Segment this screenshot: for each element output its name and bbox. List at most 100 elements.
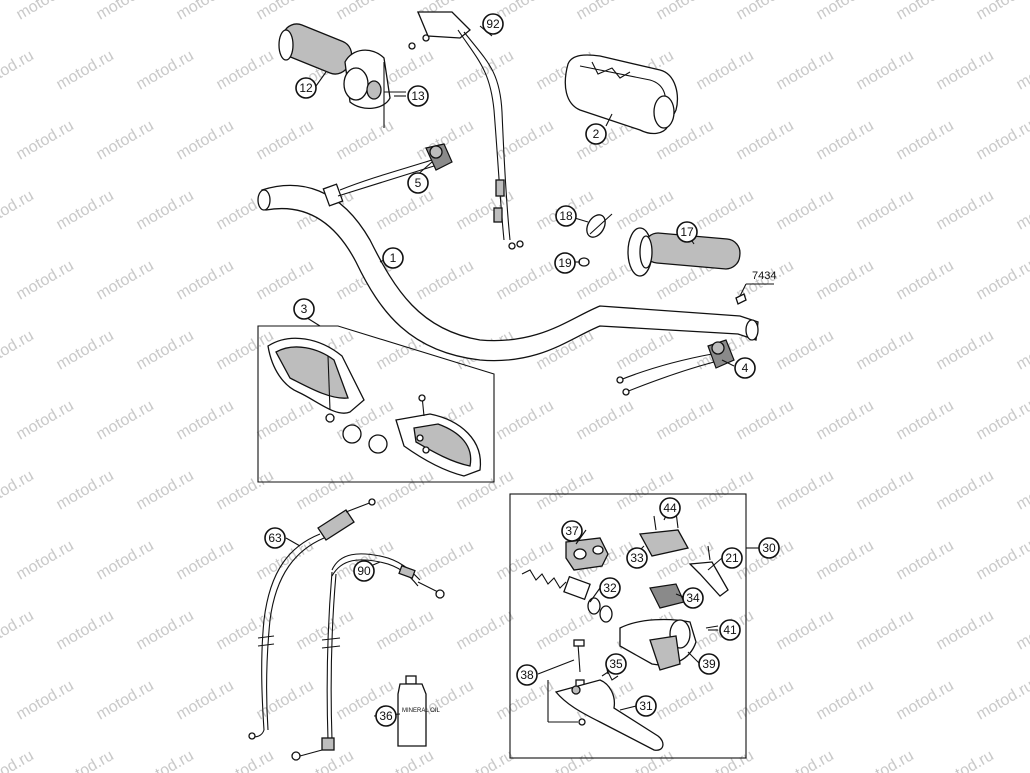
- watermark-text: motod.ru: [614, 747, 677, 773]
- callout-layer: 1 2 3 4 5 12 13 17 18 19 21 30 31 32 33 …: [264, 13, 780, 727]
- callout-19[interactable]: 19: [554, 252, 576, 274]
- handlebar: [257, 184, 759, 362]
- watermark-text: motod.ru: [414, 537, 477, 583]
- svg-text:34: 34: [686, 591, 700, 605]
- watermark-text: motod.ru: [374, 747, 437, 773]
- watermark-text: motod.ru: [974, 0, 1030, 23]
- watermark-text: motod.ru: [94, 0, 157, 23]
- bar-pad: [564, 54, 679, 135]
- svg-text:17: 17: [680, 225, 694, 239]
- throttle-cable-long: [248, 498, 376, 740]
- watermark-text: motod.ru: [54, 467, 117, 513]
- watermark-text: motod.ru: [734, 677, 797, 723]
- watermark-text: motod.ru: [254, 397, 317, 443]
- callout-41[interactable]: 41: [719, 619, 741, 641]
- watermark-text: motod.ru: [774, 607, 837, 653]
- callout-38[interactable]: 38: [516, 664, 538, 686]
- callout-31[interactable]: 31: [635, 695, 657, 717]
- watermark-text: motod.ru: [54, 607, 117, 653]
- watermark-text: motod.ru: [774, 187, 837, 233]
- callout-1[interactable]: 1: [382, 247, 404, 269]
- callout-13[interactable]: 13: [407, 85, 429, 107]
- watermark-text: motod.ru: [174, 0, 237, 23]
- callout-17[interactable]: 17: [676, 221, 698, 243]
- watermark-text: motod.ru: [734, 0, 797, 23]
- svg-text:21: 21: [725, 551, 739, 565]
- callout-32[interactable]: 32: [599, 577, 621, 599]
- watermark-text: motod.ru: [814, 677, 877, 723]
- watermark-text: motod.ru: [494, 537, 557, 583]
- watermark-text: motod.ru: [54, 747, 117, 773]
- callout-34[interactable]: 34: [682, 587, 704, 609]
- svg-text:35: 35: [609, 657, 623, 671]
- watermark-text: motod.ru: [654, 0, 717, 23]
- watermark-text: motod.ru: [0, 327, 37, 373]
- watermark-text: motod.ru: [694, 747, 757, 773]
- watermark-text: motod.ru: [0, 47, 37, 93]
- watermark-text: motod.ru: [534, 747, 597, 773]
- svg-text:18: 18: [559, 209, 573, 223]
- watermark-text: motod.ru: [1014, 327, 1030, 373]
- watermark-text: motod.ru: [894, 397, 957, 443]
- watermark-text: motod.ru: [294, 747, 357, 773]
- watermark-text: motod.ru: [814, 257, 877, 303]
- svg-text:92: 92: [486, 17, 500, 31]
- watermark-text: motod.ru: [214, 47, 277, 93]
- watermark-text: motod.ru: [94, 257, 157, 303]
- watermark-text: motod.ru: [774, 327, 837, 373]
- watermark-text: motod.ru: [14, 397, 77, 443]
- watermark-text: motod.ru: [94, 117, 157, 163]
- watermark-text: motod.ru: [694, 467, 757, 513]
- callout-92[interactable]: 92: [482, 13, 504, 35]
- callout-12[interactable]: 12: [295, 77, 317, 99]
- watermark-text: motod.ru: [294, 607, 357, 653]
- svg-text:38: 38: [520, 668, 534, 682]
- callout-30[interactable]: 30: [758, 537, 780, 559]
- kill-switch: [322, 143, 453, 207]
- watermark-text: motod.ru: [974, 257, 1030, 303]
- watermark-text: motod.ru: [94, 397, 157, 443]
- hex-nut: [578, 257, 590, 267]
- watermark-text: motod.ru: [54, 327, 117, 373]
- watermark-text: motod.ru: [774, 467, 837, 513]
- watermark-text: motod.ru: [134, 327, 197, 373]
- watermark-text: motod.ru: [854, 327, 917, 373]
- watermark-text: motod.ru: [894, 0, 957, 23]
- start-switch: [616, 339, 735, 396]
- callout-5[interactable]: 5: [407, 172, 429, 194]
- callout-37[interactable]: 37: [561, 520, 583, 542]
- watermark-text: motod.ru: [334, 117, 397, 163]
- watermark-text: motod.ru: [1014, 607, 1030, 653]
- oil-bottle: MINERAL OIL: [397, 675, 440, 747]
- clutch-master-kit: [509, 493, 760, 759]
- callout-3[interactable]: 3: [293, 298, 315, 320]
- callout-36[interactable]: 36: [375, 705, 397, 727]
- callout-39[interactable]: 39: [698, 653, 720, 675]
- callout-18[interactable]: 18: [555, 205, 577, 227]
- callout-33[interactable]: 33: [626, 547, 648, 569]
- callout-35[interactable]: 35: [605, 653, 627, 675]
- callout-21[interactable]: 21: [721, 547, 743, 569]
- svg-text:19: 19: [558, 256, 572, 270]
- cable-tie: [586, 213, 613, 238]
- watermark-text: motod.ru: [854, 47, 917, 93]
- svg-text:33: 33: [630, 551, 644, 565]
- watermark-text: motod.ru: [0, 607, 37, 653]
- watermark-text: motod.ru: [934, 327, 997, 373]
- callout-2[interactable]: 2: [585, 123, 607, 145]
- watermark-text: motod.ru: [734, 397, 797, 443]
- watermark-text: motod.ru: [814, 0, 877, 23]
- svg-text:44: 44: [663, 501, 677, 515]
- svg-text:2: 2: [593, 127, 600, 141]
- bar-end-plug: 7434: [735, 270, 776, 305]
- callout-63[interactable]: 63: [264, 527, 286, 549]
- watermark-text: motod.ru: [0, 187, 37, 233]
- callout-44[interactable]: 44: [659, 497, 681, 519]
- callout-4[interactable]: 4: [734, 357, 756, 379]
- watermark-text: motod.ru: [134, 747, 197, 773]
- callout-90[interactable]: 90: [353, 560, 375, 582]
- watermark-text: motod.ru: [94, 677, 157, 723]
- watermark-text: motod.ru: [174, 117, 237, 163]
- watermark-text: motod.ru: [14, 537, 77, 583]
- watermark-text: motod.ru: [854, 747, 917, 773]
